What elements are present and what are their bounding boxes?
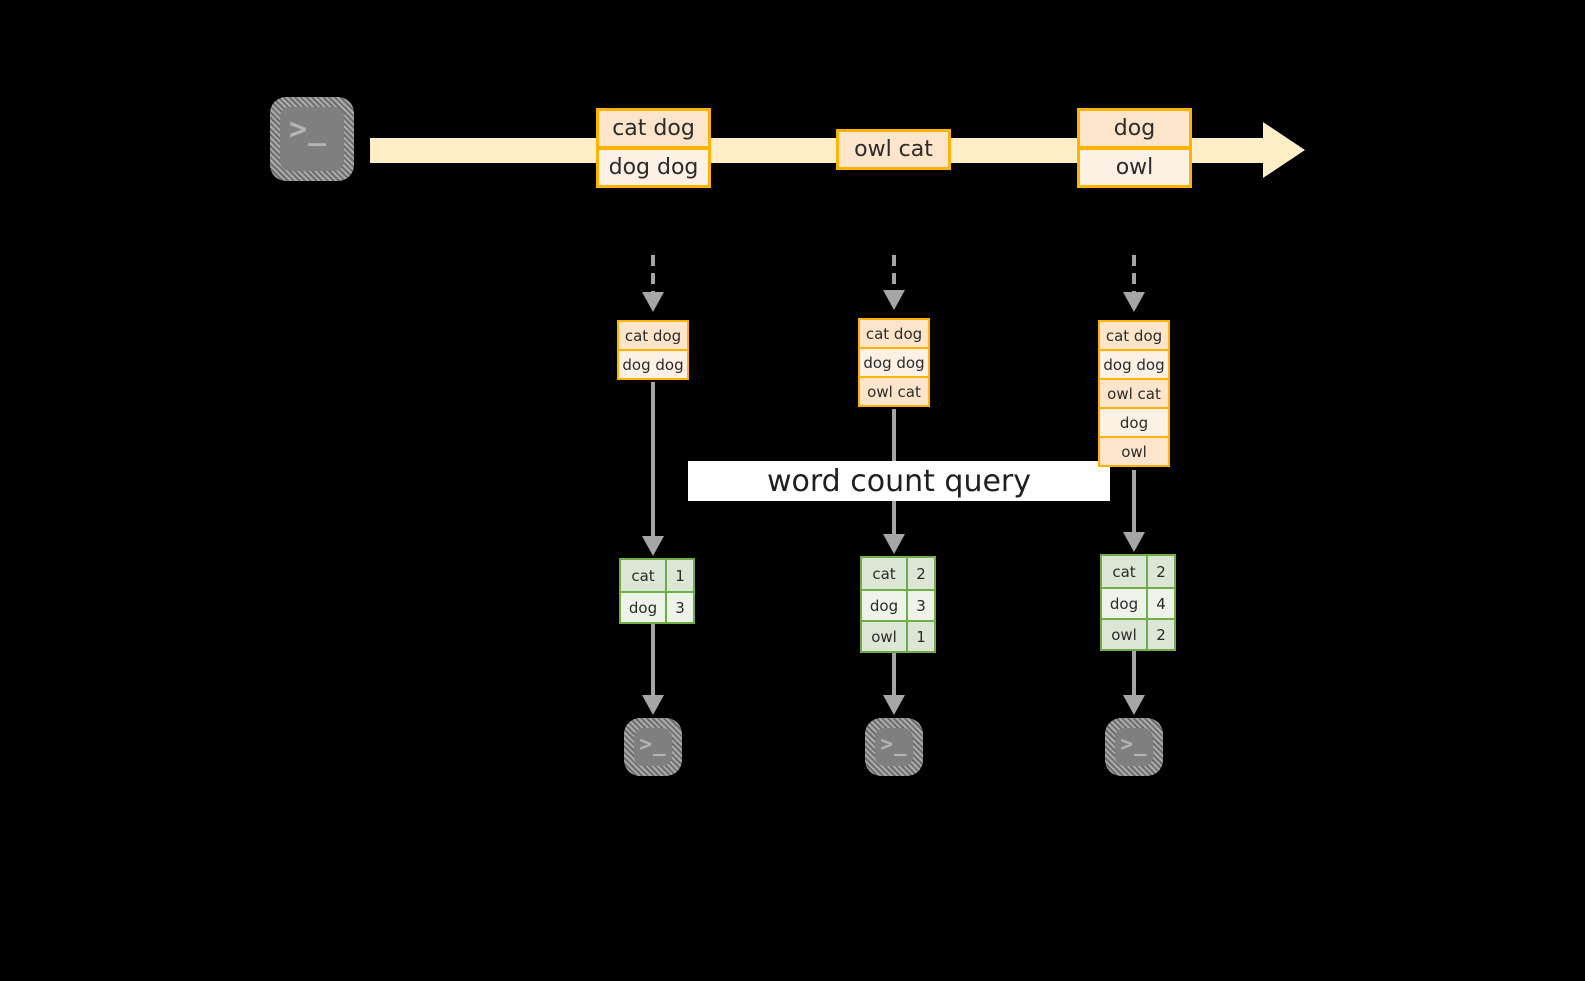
col-3-sink-terminal-icon: >_ (1105, 718, 1163, 776)
result-count: 3 (665, 593, 693, 622)
col-1-query-arrowhead (642, 536, 664, 556)
result-count: 4 (1146, 589, 1174, 618)
col-2-input-row: cat dog (858, 318, 930, 349)
stream-event-1-line-2: dog dog (596, 147, 711, 188)
result-count: 2 (1146, 620, 1174, 649)
col-1-input-row: cat dog (617, 320, 689, 351)
table-row: dog 3 (862, 589, 934, 620)
result-word: dog (862, 591, 906, 620)
table-row: cat 2 (1102, 556, 1174, 587)
source-terminal-icon: >_ (270, 97, 354, 181)
result-word: cat (862, 558, 906, 589)
terminal-body (1115, 728, 1153, 766)
input-row-text: dog dog (1103, 355, 1165, 374)
input-row-text: owl cat (867, 382, 921, 401)
col-3-input-row: cat dog (1098, 320, 1170, 351)
terminal-body (280, 107, 344, 171)
result-count: 2 (1146, 556, 1174, 587)
terminal-prompt-glyph: >_ (288, 112, 328, 148)
terminal-body (634, 728, 672, 766)
result-count: 3 (906, 591, 934, 620)
result-count: 1 (665, 560, 693, 591)
input-row-text: dog dog (622, 355, 684, 374)
query-label-band: word count query (688, 461, 1110, 501)
result-word: dog (621, 593, 665, 622)
stream-event-text: dog dog (608, 155, 699, 180)
result-word: dog (1102, 589, 1146, 618)
result-word: owl (862, 622, 906, 651)
input-row-text: owl (1121, 442, 1147, 461)
col-2-sink-arrowhead (883, 695, 905, 715)
terminal-body (875, 728, 913, 766)
result-word: owl (1102, 620, 1146, 649)
table-row: dog 4 (1102, 587, 1174, 618)
table-row: cat 2 (862, 558, 934, 589)
col-2-result-table: cat 2 dog 3 owl 1 (860, 556, 936, 653)
col-2-ingest-line (892, 255, 896, 292)
col-3-query-arrowhead (1123, 532, 1145, 552)
col-3-input-row: owl (1098, 436, 1170, 467)
query-label-text: word count query (766, 463, 1032, 499)
col-1-sink-line (651, 622, 655, 696)
terminal-prompt-glyph: >_ (880, 732, 908, 757)
stream-event-text: owl (1115, 155, 1154, 180)
table-row: cat 1 (621, 560, 693, 591)
col-1-ingest-line (651, 255, 655, 294)
col-3-ingest-arrowhead (1123, 292, 1145, 312)
input-row-text: dog dog (863, 353, 925, 372)
col-1-sink-terminal-icon: >_ (624, 718, 682, 776)
input-row-text: cat dog (624, 326, 682, 345)
col-1-input-row: dog dog (617, 349, 689, 380)
col-1-sink-arrowhead (642, 695, 664, 715)
col-2-input-row: dog dog (858, 347, 930, 378)
col-3-input-stack: cat dog dog dog owl cat dog owl (1098, 320, 1170, 467)
col-1-input-stack: cat dog dog dog (617, 320, 689, 380)
table-row: owl 2 (1102, 618, 1174, 649)
terminal-prompt-glyph: >_ (639, 732, 667, 757)
col-1-result-table: cat 1 dog 3 (619, 558, 695, 624)
col-2-sink-line (892, 651, 896, 696)
terminal-prompt-glyph: >_ (1120, 732, 1148, 757)
stream-event-2-line-1: owl cat (836, 129, 951, 170)
col-2-input-row: owl cat (858, 376, 930, 407)
col-3-query-line (1132, 470, 1136, 533)
stream-event-1-line-1: cat dog (596, 108, 711, 149)
table-row: dog 3 (621, 591, 693, 622)
col-3-sink-arrowhead (1123, 695, 1145, 715)
input-row-text: dog (1119, 413, 1149, 432)
stream-event-text: cat dog (612, 116, 695, 141)
result-word: cat (1102, 556, 1146, 587)
col-3-input-row: dog dog (1098, 349, 1170, 380)
stream-event-3-line-1: dog (1077, 108, 1192, 149)
result-count: 2 (906, 558, 934, 589)
col-3-input-row: dog (1098, 407, 1170, 438)
col-1-query-line (651, 382, 655, 537)
stream-event-3-line-2: owl (1077, 147, 1192, 188)
result-word: cat (621, 560, 665, 591)
col-2-input-stack: cat dog dog dog owl cat (858, 318, 930, 407)
col-1-ingest-arrowhead (642, 292, 664, 312)
result-count: 1 (906, 622, 934, 651)
col-2-ingest-arrowhead (883, 290, 905, 310)
stream-event-text: dog (1113, 116, 1156, 141)
input-row-text: cat dog (865, 324, 923, 343)
stream-arrow-head (1263, 122, 1305, 178)
col-3-sink-line (1132, 649, 1136, 696)
col-2-query-arrowhead (883, 534, 905, 554)
input-row-text: owl cat (1107, 384, 1161, 403)
table-row: owl 1 (862, 620, 934, 651)
stream-event-text: owl cat (854, 137, 933, 162)
col-2-sink-terminal-icon: >_ (865, 718, 923, 776)
col-3-result-table: cat 2 dog 4 owl 2 (1100, 554, 1176, 651)
input-row-text: cat dog (1105, 326, 1163, 345)
col-3-ingest-line (1132, 255, 1136, 294)
col-3-input-row: owl cat (1098, 378, 1170, 409)
